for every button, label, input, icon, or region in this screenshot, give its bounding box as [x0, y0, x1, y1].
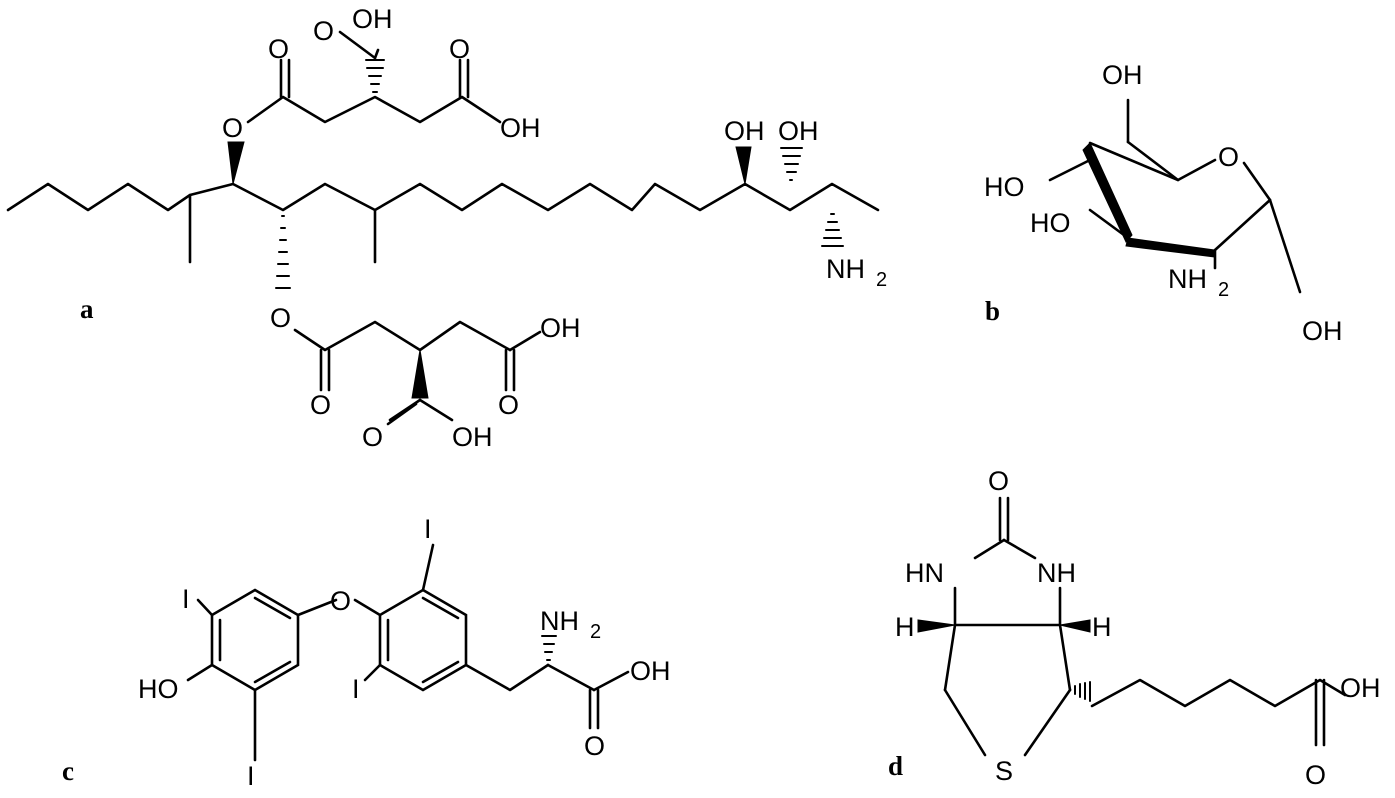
b-atom-ho: HO — [984, 172, 1025, 202]
a-atom-oh: OH — [452, 422, 493, 452]
b-atom-oh: OH — [1102, 60, 1143, 90]
a-atom-nh2-subscript: 2 — [876, 269, 887, 291]
d-atom-nh: NH — [1037, 558, 1076, 588]
panel-label-c: c — [62, 756, 74, 786]
a-atom-o: O — [498, 390, 519, 420]
a-atom-oh: OH — [352, 4, 393, 34]
b-atom-o-ring: O — [1218, 142, 1239, 172]
panel-label-d: d — [888, 751, 903, 781]
c-atom-nh2-subscript: 2 — [590, 621, 601, 643]
a-atom-o: O — [449, 34, 470, 64]
d-atom-s: S — [995, 756, 1013, 786]
c-atom-i: I — [424, 514, 432, 544]
a-atom-o: O — [310, 390, 331, 420]
panel-label-b: b — [985, 296, 1000, 326]
structure-b: OH O HO HO NH 2 OH b — [984, 60, 1343, 346]
c-atom-nh2: NH — [540, 606, 579, 636]
structure-c: I I O NH 2 HO I OH I O c — [62, 514, 671, 791]
a-atom-o: O — [313, 16, 334, 46]
a-atom-nh2: NH — [826, 254, 865, 284]
a-atom-oh: OH — [778, 116, 819, 146]
d-atom-h: H — [895, 612, 915, 642]
c-atom-o-bridge: O — [330, 586, 351, 616]
b-atom-nh2-subscript: 2 — [1218, 279, 1229, 301]
a-atom-o: O — [362, 422, 383, 452]
d-atom-o: O — [988, 466, 1009, 496]
d-atom-o: O — [1305, 760, 1326, 790]
structure-d: O HN NH H H S OH O d — [888, 466, 1381, 790]
a-atom-oh: OH — [500, 113, 541, 143]
b-atom-oh: OH — [1302, 316, 1343, 346]
c-atom-oh: OH — [630, 656, 671, 686]
d-atom-oh: OH — [1340, 673, 1381, 703]
a-atom-oh: OH — [540, 313, 581, 343]
b-atom-nh2: NH — [1168, 264, 1207, 294]
d-atom-h: H — [1092, 612, 1112, 642]
c-atom-ho: HO — [138, 674, 179, 704]
structure-a: O OH O O OH O OH OH NH 2 O OH O O O OH a — [6, 4, 887, 452]
c-atom-o: O — [584, 731, 605, 761]
a-atom-o: O — [222, 113, 243, 143]
a-atom-o: O — [268, 34, 289, 64]
panel-label-a: a — [80, 294, 94, 324]
a-atom-o: O — [270, 303, 291, 333]
a-atom-oh: OH — [724, 116, 765, 146]
c-atom-i: I — [182, 584, 190, 614]
c-atom-i: I — [352, 674, 360, 704]
d-atom-hn: HN — [905, 558, 944, 588]
b-atom-ho: HO — [1030, 208, 1071, 238]
c-atom-i: I — [247, 761, 255, 791]
